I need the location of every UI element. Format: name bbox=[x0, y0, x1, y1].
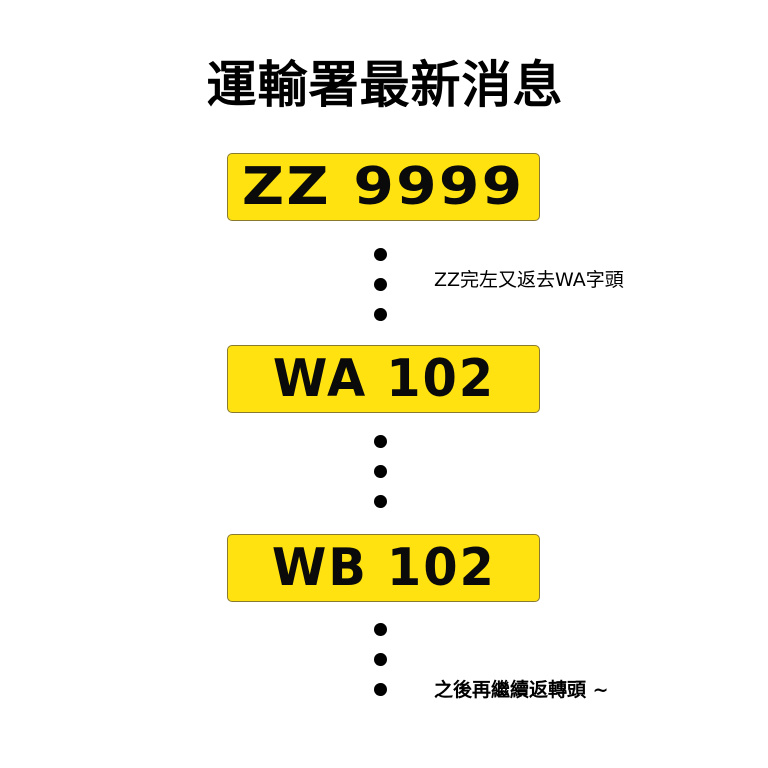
bullet-dot-icon bbox=[374, 623, 387, 636]
page-title: 運輸署最新消息 bbox=[206, 56, 564, 114]
note-zz-to-wa: ZZ完左又返去WA字頭 bbox=[434, 269, 624, 291]
license-plate-wa102: WA 102 bbox=[227, 345, 540, 413]
plate-number: WB 102 bbox=[271, 538, 496, 598]
plate-number: WA 102 bbox=[272, 349, 495, 409]
note-continue-cycle: 之後再繼續返轉頭 ~ bbox=[434, 679, 609, 701]
bullet-dot-icon bbox=[374, 308, 387, 321]
plate-number: ZZ 9999 bbox=[242, 157, 525, 217]
bullet-dot-icon bbox=[374, 248, 387, 261]
bullet-dot-icon bbox=[374, 653, 387, 666]
license-plate-wb102: WB 102 bbox=[227, 534, 540, 602]
bullet-dot-icon bbox=[374, 435, 387, 448]
bullet-dot-icon bbox=[374, 495, 387, 508]
bullet-dot-icon bbox=[374, 683, 387, 696]
bullet-dot-icon bbox=[374, 465, 387, 478]
bullet-dot-icon bbox=[374, 278, 387, 291]
license-plate-zz9999: ZZ 9999 bbox=[227, 153, 540, 221]
